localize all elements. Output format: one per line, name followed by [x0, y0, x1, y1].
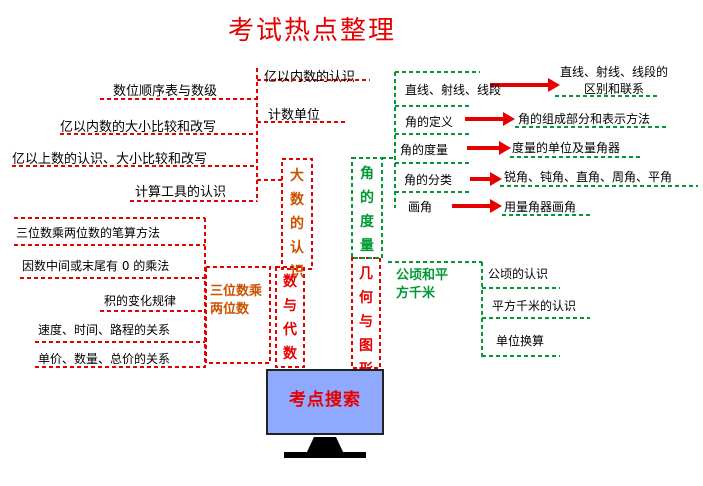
angle-item: 角的度量 [400, 143, 449, 157]
multiplication-item: 积的变化规律 [104, 294, 177, 308]
multiplication-item: 因数中间或末尾有 0 的乘法 [22, 259, 170, 273]
angle-detail: 锐角、钝角、直角、周角、平角 [504, 170, 673, 184]
hectare-label: 公顷和平方千米 [396, 268, 449, 301]
angle-detail: 直线、射线、线段的区别和联系 [559, 65, 668, 96]
angle-item: 角的定义 [405, 115, 454, 129]
big-numbers-label: 大数的认识 [290, 168, 304, 280]
monitor-screen [266, 369, 384, 435]
angle-detail: 角的组成部分和表示方法 [518, 112, 651, 126]
multiplication-item: 单价、数量、总价的关系 [38, 352, 171, 366]
big-number-subitem: 计算工具的认识 [135, 185, 227, 200]
angle-measure-label: 角的度量 [360, 166, 374, 254]
center-label: 考点搜索 [289, 390, 361, 410]
big-number-subitem: 数位顺序表与数级 [113, 84, 218, 99]
angle-item: 角的分类 [404, 173, 453, 187]
hectare-item: 公顷的认识 [488, 267, 549, 281]
big-number-subitem: 亿以上数的认识、大小比较和改写 [12, 152, 208, 167]
angle-item: 直线、射线、线段 [405, 83, 502, 97]
multiplication-item: 三位数乘两位数的笔算方法 [16, 226, 161, 240]
hectare-item: 平方千米的认识 [492, 299, 577, 313]
multiplication-label: 三位数乘两位数 [210, 284, 263, 317]
big-number-item: 亿以内数的认识 [264, 70, 356, 85]
multiplication-item: 速度、时间、路程的关系 [38, 323, 171, 337]
number-algebra-label: 数与代数 [283, 274, 297, 362]
page-title: 考试热点整理 [228, 16, 397, 46]
big-number-item: 计数单位 [268, 108, 321, 123]
angle-item: 画角 [408, 200, 433, 214]
hectare-item: 单位换算 [496, 334, 545, 348]
angle-detail: 度量的单位及量角器 [512, 141, 621, 155]
big-number-subitem: 亿以内数的大小比较和改写 [60, 120, 217, 135]
geometry-label: 几何与图形 [359, 266, 373, 378]
angle-detail: 用量角器画角 [504, 200, 577, 214]
